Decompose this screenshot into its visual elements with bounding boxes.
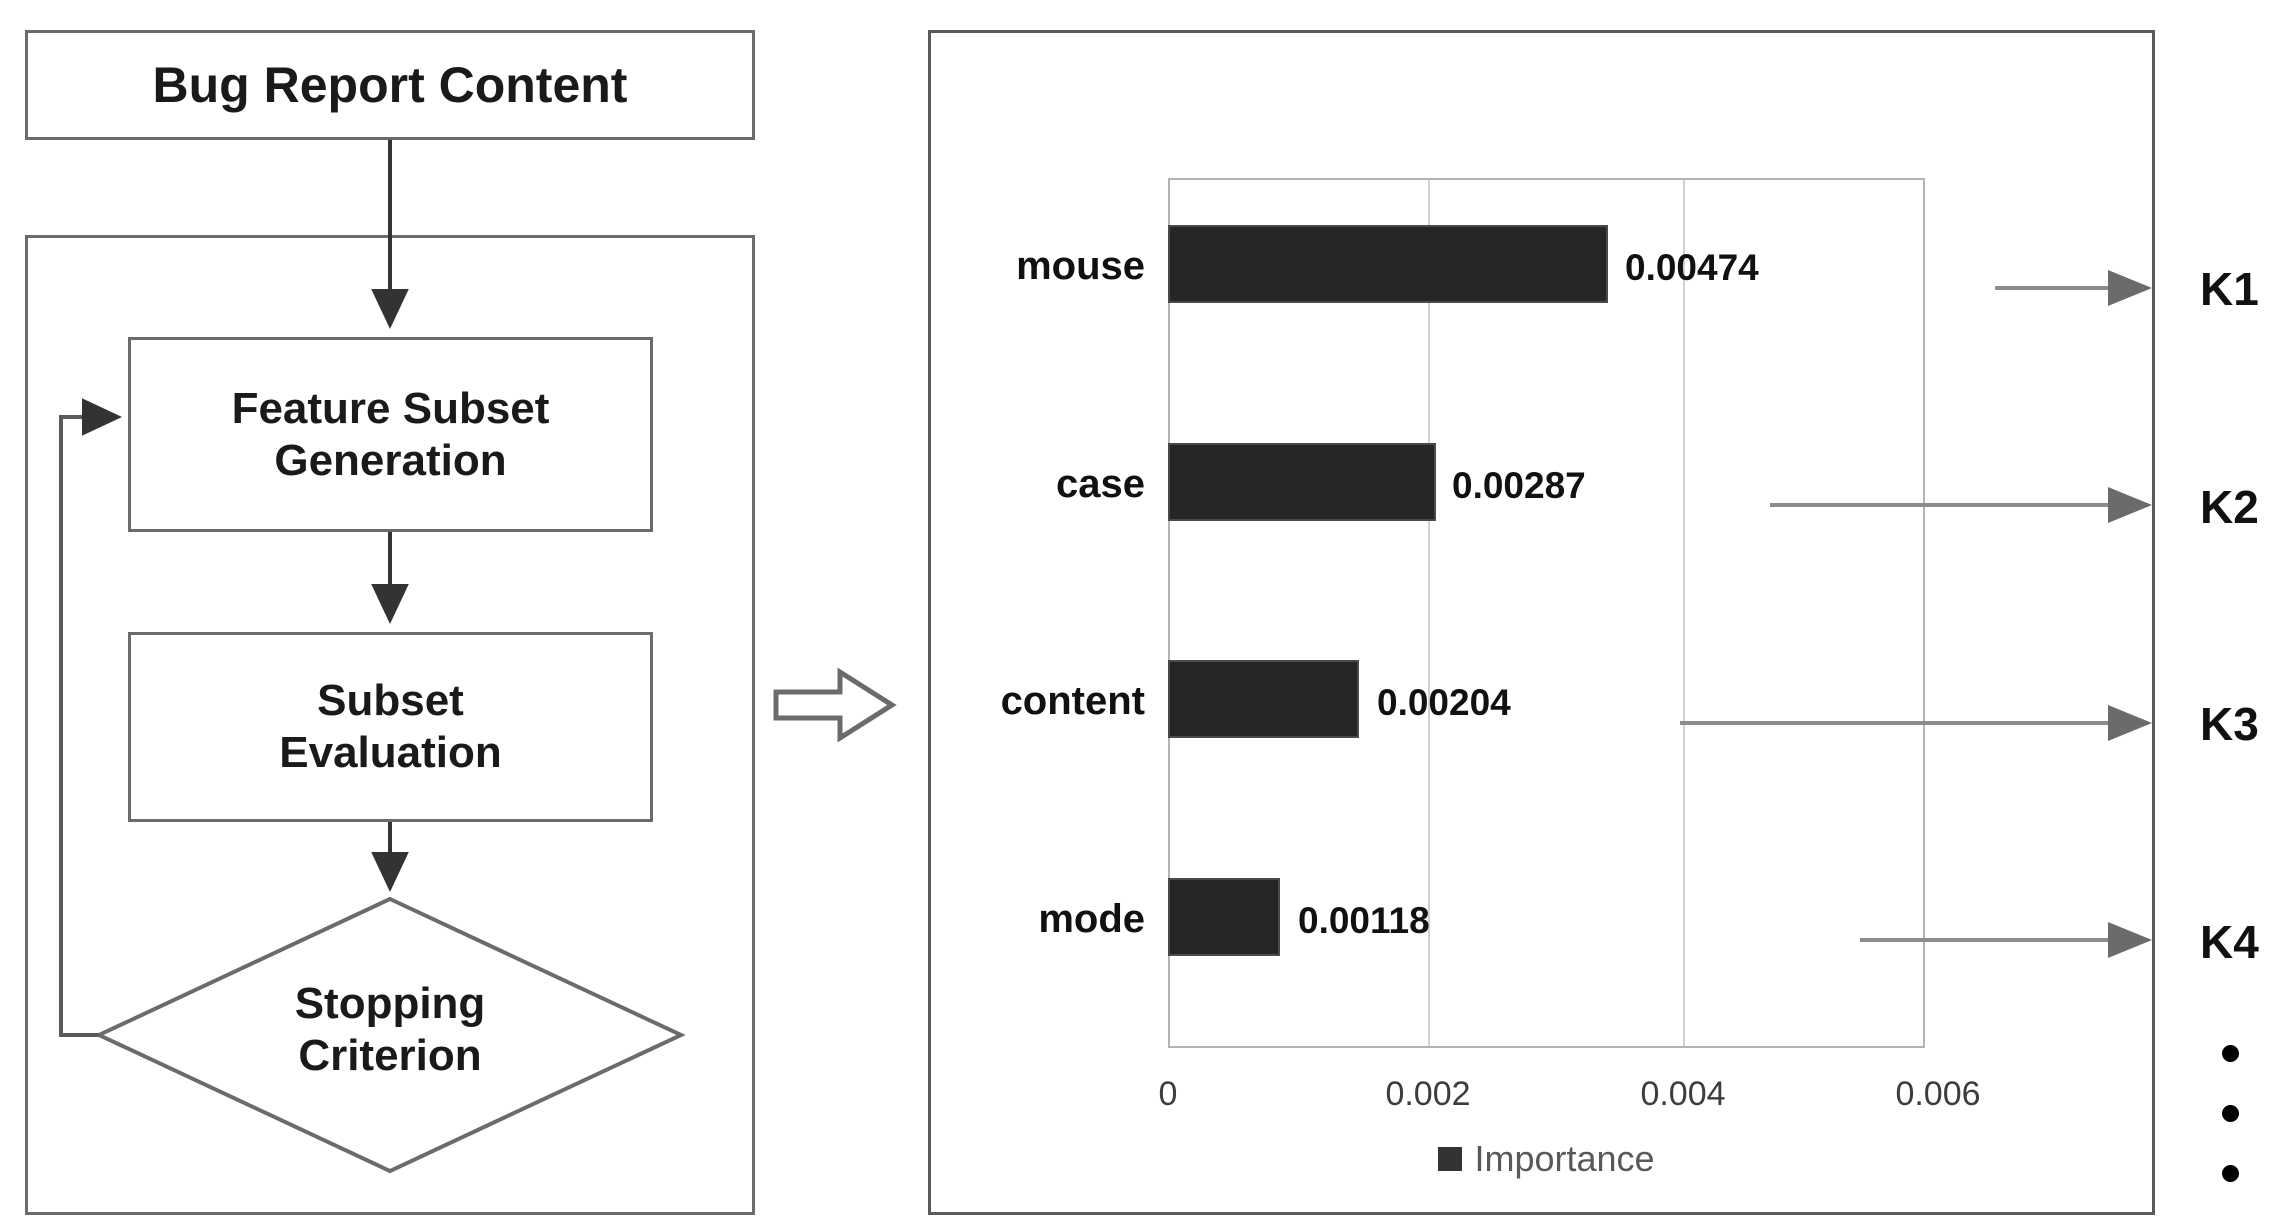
xtick-label-0: 0 <box>1158 1075 1178 1113</box>
bar-value-mouse: 0.00474 <box>1625 247 1759 288</box>
keyword-output-k3: K3 <box>2200 698 2259 750</box>
legend-label-importance: Importance <box>1474 1138 1655 1179</box>
bar-mode <box>1168 878 1280 956</box>
bar-label-mode: mode <box>1038 897 1145 941</box>
bar-value-case: 0.00287 <box>1452 465 1586 506</box>
bar-label-mouse: mouse <box>1016 244 1145 288</box>
ellipsis-dot-2 <box>2222 1105 2239 1122</box>
keyword-output-k2: K2 <box>2200 481 2259 533</box>
bar-label-content: content <box>1000 679 1145 723</box>
importance-bar-chart-plot-area <box>1168 178 1925 1048</box>
xtick-label-0.006: 0.006 <box>1895 1075 1981 1113</box>
bar-value-content: 0.00204 <box>1377 682 1511 723</box>
ellipsis-dot-1 <box>2222 1045 2239 1062</box>
flow-box-bug-report-label: Bug Report Content <box>152 56 628 113</box>
decision-diamond-stopping-criterion <box>95 896 685 1174</box>
keyword-output-k1: K1 <box>2200 263 2259 315</box>
chart-legend: Importance <box>1168 1138 1925 1180</box>
keyword-output-k4: K4 <box>2200 916 2259 968</box>
bar-case <box>1168 443 1436 521</box>
ellipsis-dot-3 <box>2222 1165 2239 1182</box>
flow-box-bug-report-content: Bug Report Content <box>25 30 755 140</box>
gridline-0.004 <box>1683 180 1685 1046</box>
gridline-0.002 <box>1428 180 1430 1046</box>
legend-swatch-importance <box>1438 1147 1463 1171</box>
bar-content <box>1168 660 1359 738</box>
xtick-label-0.002: 0.002 <box>1385 1075 1471 1113</box>
block-arrow-right-icon <box>773 667 897 743</box>
bar-label-case: case <box>1056 462 1145 506</box>
xtick-label-0.004: 0.004 <box>1640 1075 1726 1113</box>
bar-value-mode: 0.00118 <box>1298 900 1430 941</box>
bar-mouse <box>1168 225 1608 303</box>
